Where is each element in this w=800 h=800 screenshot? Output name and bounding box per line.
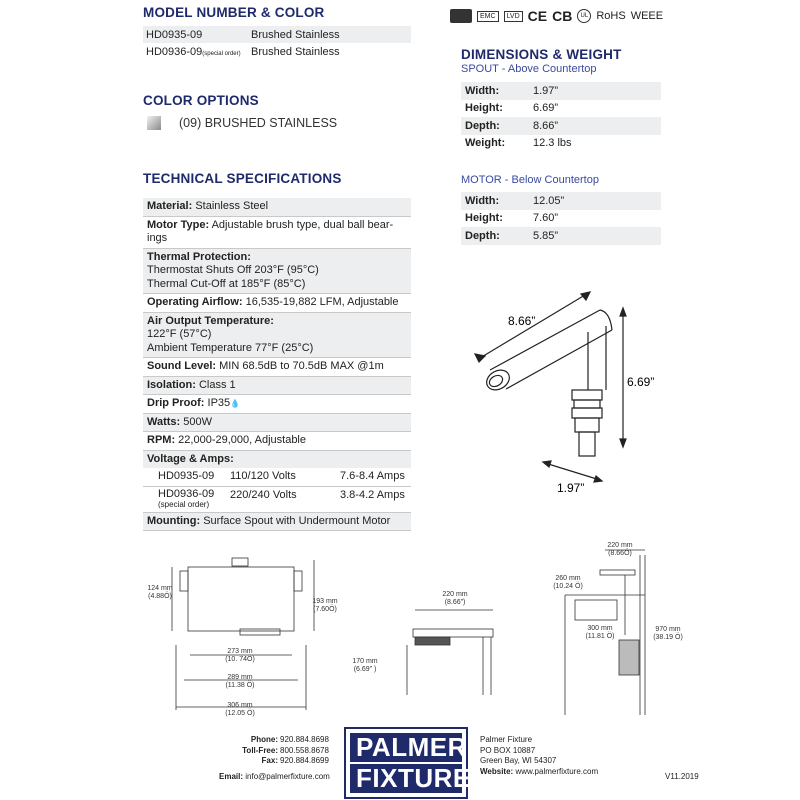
cert-emc: EMC (477, 10, 499, 22)
cert-ul: UL (577, 9, 592, 23)
spec-motor: Motor Type: Adjustable brush type, dual … (143, 217, 411, 249)
dimensions-title: DIMENSIONS & WEIGHT (461, 47, 622, 62)
model-number: HD0935-09 (146, 28, 203, 41)
model-note: (special order) (202, 50, 241, 57)
spec-voltage: Voltage & Amps: (143, 450, 411, 468)
side-height: 170 mm(6.69” ) (352, 658, 378, 673)
install-top: 220 mm(8.66Ö) (607, 542, 633, 557)
dim-row: Height:6.69” (465, 102, 559, 115)
install-b: 300 mm(11.81 Ö) (585, 625, 615, 640)
model-row: HD0936-09(special order) Brushed Stainle… (143, 43, 411, 60)
spec-table: Material: Stainless Steel Motor Type: Ad… (143, 198, 411, 531)
cert-ce: CE (527, 8, 548, 24)
color-options-title: COLOR OPTIONS (143, 93, 259, 108)
spout-subtitle: SPOUT - Above Countertop (461, 63, 597, 75)
model-number-cell: HD0936-09(special order) (143, 46, 251, 58)
spec-isolation: Isolation: Class 1 (143, 376, 411, 395)
spec-mounting: Mounting: Surface Spout with Undermount … (143, 512, 411, 531)
cert-lvd: LVD (503, 10, 523, 22)
model-color: Brushed Stainless (251, 28, 340, 41)
motor-width-1: 273 mm(10. 74Ö) (225, 648, 255, 663)
email-link[interactable]: info@palmerfixture.com (245, 772, 330, 781)
drop-icon: 💧 (230, 399, 241, 408)
spout-side-drawing (406, 609, 494, 695)
height-label: 6.69” (627, 375, 654, 389)
dim-row: Depth:8.66” (461, 117, 661, 135)
install-drawing (564, 549, 646, 715)
color-swatch (147, 116, 161, 130)
spec-rpm: RPM: 22,000-29,000, Adjustable (143, 432, 411, 451)
spout-drawing: 8.66” 6.69” 1.97” (473, 291, 654, 495)
dim-row: Height:7.60” (465, 212, 559, 225)
voltage-row: HD0935-09 110/120 Volts 7.6-8.4 Amps (143, 468, 411, 487)
spec-thermal: Thermal Protection:Thermostat Shuts Off … (143, 248, 411, 294)
cert-weee: WEEE (630, 10, 664, 22)
side-width: 220 mm(8.66”) (442, 591, 468, 606)
palmer-fixture-logo: PALMER FIXTURE (344, 727, 470, 799)
color-option: (09) BRUSHED STAINLESS (147, 116, 337, 130)
install-a: 260 mm(10.24 Ö) (553, 575, 583, 590)
dim-row: Depth:5.85” (461, 227, 661, 245)
spec-watts: Watts: 500W (143, 413, 411, 432)
width-label: 1.97” (557, 481, 584, 495)
phone-link[interactable]: 920.884.8698 (280, 735, 329, 744)
voltage-row: HD0936-09(special order) 220/240 Volts 3… (143, 487, 411, 513)
model-color: Brushed Stainless (251, 45, 340, 58)
motor-table: Width:12.05” Height:7.60” Depth:5.85” (461, 192, 661, 245)
contact-block: Phone:920.884.8698 Toll-Free:800.558.867… (242, 735, 329, 765)
cert-cb: CB (552, 8, 573, 24)
tollfree-link[interactable]: 800.558.8678 (280, 745, 329, 755)
email-row: Email: info@palmerfixture.com (219, 772, 330, 781)
motor-drawing (171, 557, 315, 710)
motor-subtitle: MOTOR - Below Countertop (461, 174, 599, 186)
spec-air-temp: Air Output Temperature:122°F (57°C)Ambie… (143, 312, 411, 358)
address-block: Palmer Fixture PO BOX 10887 Green Bay, W… (480, 735, 599, 776)
weee-bin-icon (450, 9, 472, 23)
motor-width-2: 289 mm(11.38 Ö) (225, 674, 255, 689)
model-section-title: MODEL NUMBER & COLOR (143, 5, 325, 20)
certifications: EMC LVD CE CB UL RoHS WEEE (450, 8, 663, 24)
dim-row: Width:1.97” (461, 82, 661, 100)
motor-width-3: 306 mm(12.05 Ö) (225, 702, 255, 717)
dim-row: Width:12.05” (461, 192, 661, 210)
model-table: HD0935-09 Brushed Stainless HD0936-09(sp… (143, 26, 411, 60)
dim-row: Weight:12.3 lbs (465, 137, 572, 150)
model-row: HD0935-09 Brushed Stainless (143, 26, 411, 43)
spec-material: Material: Stainless Steel (143, 198, 411, 217)
spec-airflow: Operating Airflow: 16,535-19,882 LFM, Ad… (143, 294, 411, 313)
cert-rohs: RoHS (596, 10, 626, 22)
install-c: 970 mm(38.19 Ö) (653, 626, 683, 641)
motor-right-height: 193 mm(7.60Ö) (312, 598, 338, 613)
version: V11.2019 (665, 772, 699, 781)
technical-title: TECHNICAL SPECIFICATIONS (143, 171, 342, 186)
spec-drip: Drip Proof: IP35💧 (143, 395, 411, 414)
website-link[interactable]: www.palmerfixture.com (515, 766, 599, 776)
depth-label: 8.66” (508, 314, 535, 328)
model-number: HD0936-09 (146, 45, 203, 58)
motor-left-height: 124 mm(4.88Ö) (147, 585, 173, 600)
color-option-label: (09) BRUSHED STAINLESS (179, 116, 338, 130)
spec-sound: Sound Level: MIN 68.5dB to 70.5dB MAX @1… (143, 358, 411, 377)
spout-table: Width:1.97” Height:6.69” Depth:8.66” Wei… (461, 82, 661, 152)
